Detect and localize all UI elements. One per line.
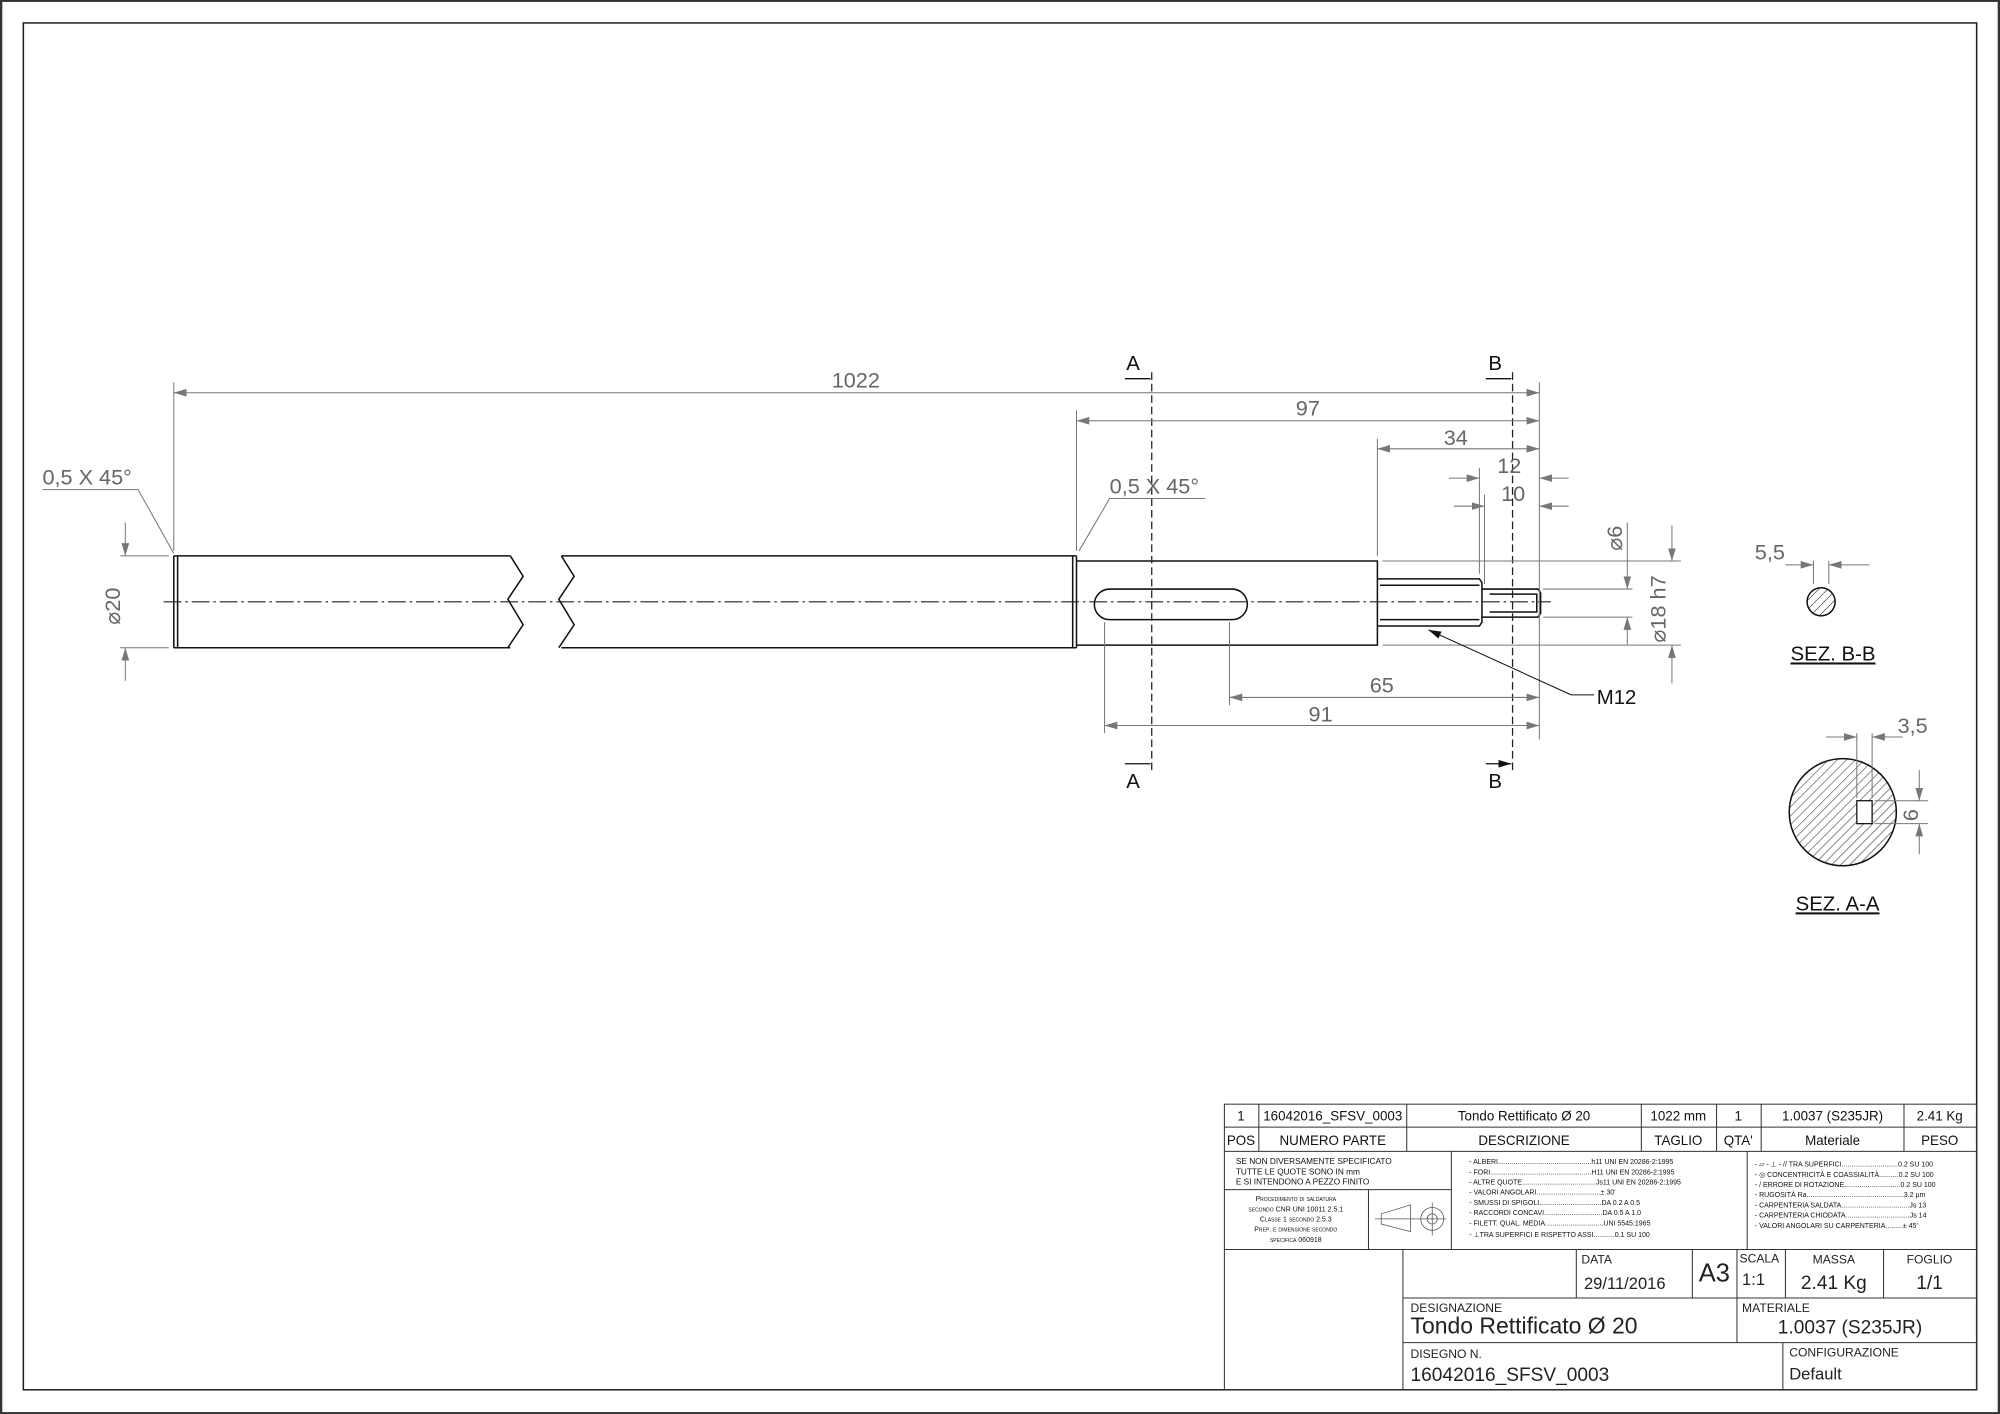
section-b-bottom: B [1488, 771, 1502, 793]
drawing-number-label: DISEGNO N. [1411, 1347, 1482, 1361]
dim-diameter-6: ⌀6 [1602, 526, 1627, 551]
header-material: Materiale [1805, 1133, 1860, 1148]
bom-qty: 1 [1735, 1109, 1742, 1124]
note-line: E SI INTENDONO A PEZZO FINITO [1236, 1177, 1370, 1186]
material-value: 1.0037 (S235JR) [1778, 1318, 1922, 1339]
header-part-number: NUMERO PARTE [1280, 1133, 1387, 1148]
section-b-top: B [1488, 353, 1502, 375]
drawing-frame [22, 22, 1978, 1391]
scale-value: 1:1 [1742, 1270, 1765, 1289]
chamfer-left: 0,5 X 45° [42, 465, 131, 490]
bom-part-number: 16042016_SFSV_0003 [1263, 1109, 1402, 1124]
shaft-body [173, 555, 1077, 649]
material-label: MATERIALE [1742, 1301, 1810, 1315]
section-aa-label: SEZ. A-A [1796, 893, 1880, 915]
header-description: DESCRIZIONE [1478, 1133, 1569, 1148]
date-value: 29/11/2016 [1584, 1274, 1666, 1293]
dimensions: 1022 97 34 12 10 65 91 ⌀20 ⌀6 ⌀18 h7 0,5… [42, 368, 1681, 740]
sec-aa-dim-width: 3,5 [1898, 713, 1928, 738]
general-notes: SE NON DIVERSAMENTE SPECIFICATO TUTTE LE… [1236, 1157, 1392, 1186]
sec-bb-dim: 5,5 [1755, 540, 1785, 565]
thread-callout-m12: M12 [1597, 687, 1637, 709]
note-line: secondo CNR UNI 10011 2.5.1 [1248, 1206, 1343, 1213]
note-line: specifica 060918 [1270, 1237, 1322, 1244]
designation-value: Tondo Rettificato Ø 20 [1411, 1313, 1638, 1339]
title-block: 1 16042016_SFSV_0003 Tondo Rettificato Ø… [1223, 1103, 1978, 1391]
projection-symbol-icon [1374, 1202, 1447, 1236]
keyway-slot [1093, 588, 1249, 621]
mass-label: MASSA [1813, 1253, 1856, 1267]
sheet-format: A3 [1699, 1259, 1730, 1287]
break-lines [506, 555, 576, 649]
note-line: - CARPENTERIA CHIODATA..................… [1755, 1213, 1927, 1220]
note-line: - ALTRE QUOTE...........................… [1469, 1179, 1681, 1186]
note-line: - SMUSSI DI SPIGOLI.....................… [1469, 1200, 1640, 1207]
dim-91: 91 [1309, 702, 1333, 727]
dim-10: 10 [1501, 481, 1525, 506]
thread-m12 [1377, 578, 1483, 627]
note-line: - ◎ CONCENTRICITÀ E COASSIALITÀ.........… [1755, 1170, 1934, 1179]
geometric-tolerance-notes: - ▱ - ⊥ - // TRA SUPERFICI..............… [1755, 1162, 1936, 1230]
sheet-label: FOGLIO [1907, 1253, 1953, 1267]
chamfer-right: 0,5 X 45° [1110, 473, 1199, 498]
section-a-bottom: A [1126, 771, 1140, 793]
note-line: - / ERRORE DI ROTAZIONE.................… [1755, 1182, 1936, 1189]
bom-material: 1.0037 (S235JR) [1782, 1109, 1883, 1124]
welding-notes: Procedimento di saldatura secondo CNR UN… [1248, 1196, 1343, 1244]
note-line: TUTTE LE QUOTE SONO IN mm [1236, 1167, 1360, 1176]
note-line: - VALORI ANGOLARI SU CARPENTERIA........… [1755, 1223, 1918, 1230]
tolerance-notes: - ALBERI................................… [1469, 1159, 1681, 1239]
note-line: - ⊥TRA SUPERFICI E RISPETTO ASSI........… [1469, 1232, 1650, 1239]
designation-label: DESIGNAZIONE [1411, 1301, 1503, 1315]
drawing-number-value: 16042016_SFSV_0003 [1411, 1365, 1610, 1386]
mass-value: 2.41 Kg [1801, 1273, 1867, 1294]
bom-cut: 1022 mm [1650, 1109, 1706, 1124]
note-line: Classe 1 secondo 2.5.3 [1260, 1216, 1332, 1223]
dim-1022: 1022 [832, 368, 880, 393]
dim-65: 65 [1370, 672, 1394, 697]
note-line: - ALBERI................................… [1469, 1159, 1673, 1166]
section-b-b: 5,5 SEZ. B-B [1755, 540, 1876, 666]
note-line: - ▱ - ⊥ - // TRA SUPERFICI..............… [1755, 1162, 1933, 1169]
configuration-label: CONFIGURAZIONE [1789, 1346, 1899, 1360]
note-line: - FILETT. QUAL. MEDIA...................… [1469, 1220, 1650, 1227]
header-qty: QTA' [1724, 1133, 1753, 1148]
header-pos: POS [1227, 1133, 1255, 1148]
dim-diameter-20: ⌀20 [100, 588, 125, 625]
section-a-top: A [1126, 353, 1140, 375]
note-line: - VALORI ANGOLARI.......................… [1469, 1190, 1615, 1197]
note-line: SE NON DIVERSAMENTE SPECIFICATO [1236, 1157, 1392, 1166]
dim-97: 97 [1296, 396, 1320, 421]
bom-row: 1 16042016_SFSV_0003 Tondo Rettificato Ø… [1237, 1109, 1962, 1124]
note-line: Procedimento di saldatura [1256, 1196, 1337, 1203]
bom-description: Tondo Rettificato Ø 20 [1458, 1109, 1590, 1124]
section-bb-label: SEZ. B-B [1791, 643, 1876, 665]
note-line: - CARPENTERIA SALDATA...................… [1755, 1202, 1926, 1209]
header-weight: PESO [1921, 1133, 1958, 1148]
bom-pos: 1 [1237, 1109, 1244, 1124]
section-arrows [1124, 378, 1511, 764]
pin-6 [1481, 588, 1542, 618]
bom-headers: POS NUMERO PARTE DESCRIZIONE TAGLIO QTA'… [1227, 1133, 1958, 1148]
dim-12: 12 [1497, 453, 1521, 478]
note-line: - RACCORDI CONCAVI......................… [1469, 1210, 1641, 1217]
shaft-view: A A B B [163, 353, 1551, 793]
configuration-value: Default [1789, 1365, 1842, 1384]
sheet-value: 1/1 [1916, 1273, 1943, 1294]
date-label: DATA [1581, 1253, 1612, 1267]
sec-aa-dim-height: 6 [1898, 809, 1923, 821]
dim-34: 34 [1444, 425, 1468, 450]
dim-diameter-18-h7: ⌀18 h7 [1646, 575, 1671, 642]
note-line: Prep. e dimensione secondo [1254, 1227, 1337, 1234]
bom-weight: 2.41 Kg [1917, 1109, 1963, 1124]
note-line: - FORI..................................… [1469, 1169, 1674, 1176]
header-cut: TAGLIO [1654, 1133, 1702, 1148]
scale-label: SCALA [1740, 1251, 1781, 1265]
section-a-a: 3,5 6 SEZ. A-A [1788, 713, 1929, 915]
note-line: - RUGOSITÀ Ra...........................… [1755, 1190, 1926, 1199]
